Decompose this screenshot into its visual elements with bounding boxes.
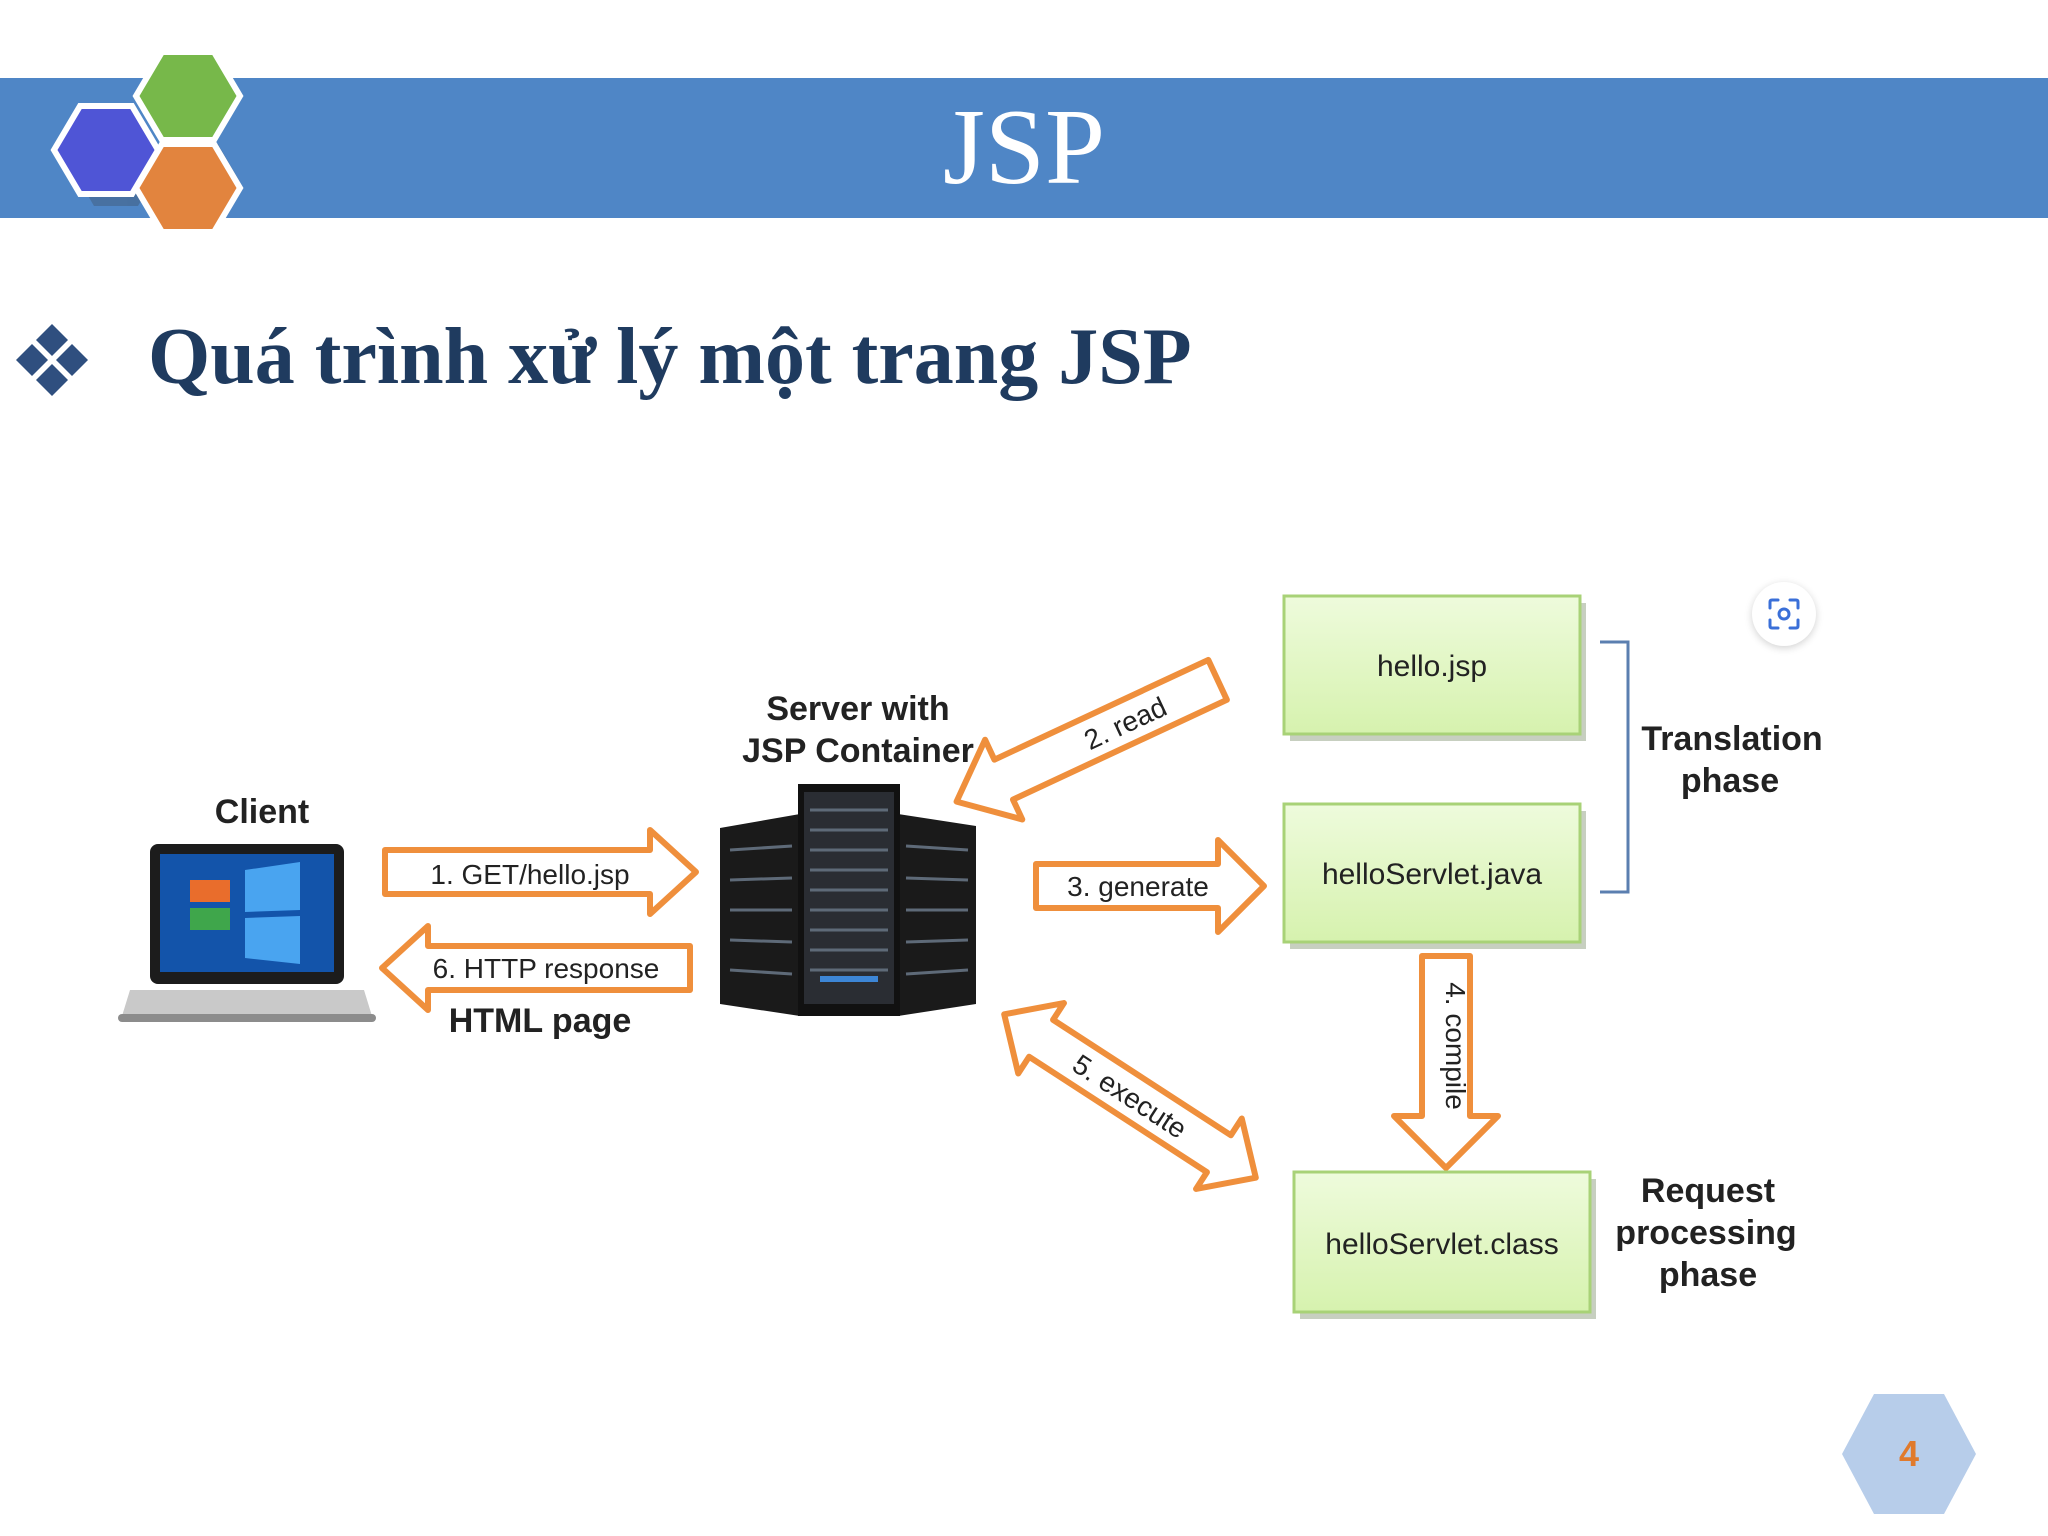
html-page-label: HTML page	[449, 1002, 632, 1040]
server-label-line1: Server with	[766, 690, 949, 728]
hex-orange	[132, 141, 244, 235]
arrow-generate: 3. generate	[1033, 837, 1267, 935]
box-hello-jsp-label: hello.jsp	[1377, 650, 1487, 683]
translation-label-line2: phase	[1681, 762, 1779, 800]
server-label-line2: JSP Container	[742, 732, 974, 770]
screenshot-button[interactable]	[1752, 582, 1816, 646]
step1-label: 1. GET/hello.jsp	[430, 859, 629, 890]
screenshot-icon	[1768, 598, 1800, 630]
box-hello-servlet-class-label: helloServlet.class	[1325, 1228, 1558, 1261]
title-bar	[0, 78, 2048, 218]
request-label-line3: phase	[1659, 1256, 1757, 1294]
laptop-icon	[118, 844, 376, 1022]
hex-green	[132, 49, 244, 143]
arrow-get-request: 1. GET/hello.jsp	[382, 827, 699, 917]
arrow-http-response: 6. HTTP response	[379, 923, 693, 1013]
box-hello-servlet-java-label: helloServlet.java	[1322, 858, 1542, 891]
step4-label: 4. compile	[1440, 982, 1471, 1110]
client-label: Client	[215, 793, 309, 831]
page-number-badge	[1842, 1394, 1976, 1514]
translation-bracket	[1600, 640, 1630, 894]
server-rack-icon	[720, 784, 976, 1016]
request-label-line2: processing	[1615, 1214, 1796, 1252]
arrow-compile: 4. compile	[1391, 953, 1501, 1171]
hex-blue	[50, 103, 162, 197]
hexagon-cluster-logo	[50, 49, 244, 235]
request-label-line1: Request	[1641, 1172, 1775, 1210]
translation-label-line1: Translation	[1641, 720, 1822, 758]
arrow-execute: 5. execute	[1001, 1000, 1259, 1192]
box-hello-servlet-class: helloServlet.class	[1292, 1170, 1596, 1319]
page-number: 4	[1898, 1433, 1920, 1474]
step3-label: 3. generate	[1067, 871, 1209, 902]
jsp-processing-diagram: Client Server with JSP Container	[118, 594, 1823, 1319]
box-hello-servlet-java: helloServlet.java	[1282, 802, 1586, 949]
box-hello-jsp: hello.jsp	[1282, 594, 1586, 741]
step6-label: 6. HTTP response	[433, 953, 660, 984]
arrow-read: 2. read	[953, 656, 1230, 823]
page-title: JSP	[942, 88, 1106, 207]
diamond-bullet-icon	[16, 324, 88, 396]
slide-heading: Quá trình xử lý một trang JSP	[148, 313, 1192, 401]
